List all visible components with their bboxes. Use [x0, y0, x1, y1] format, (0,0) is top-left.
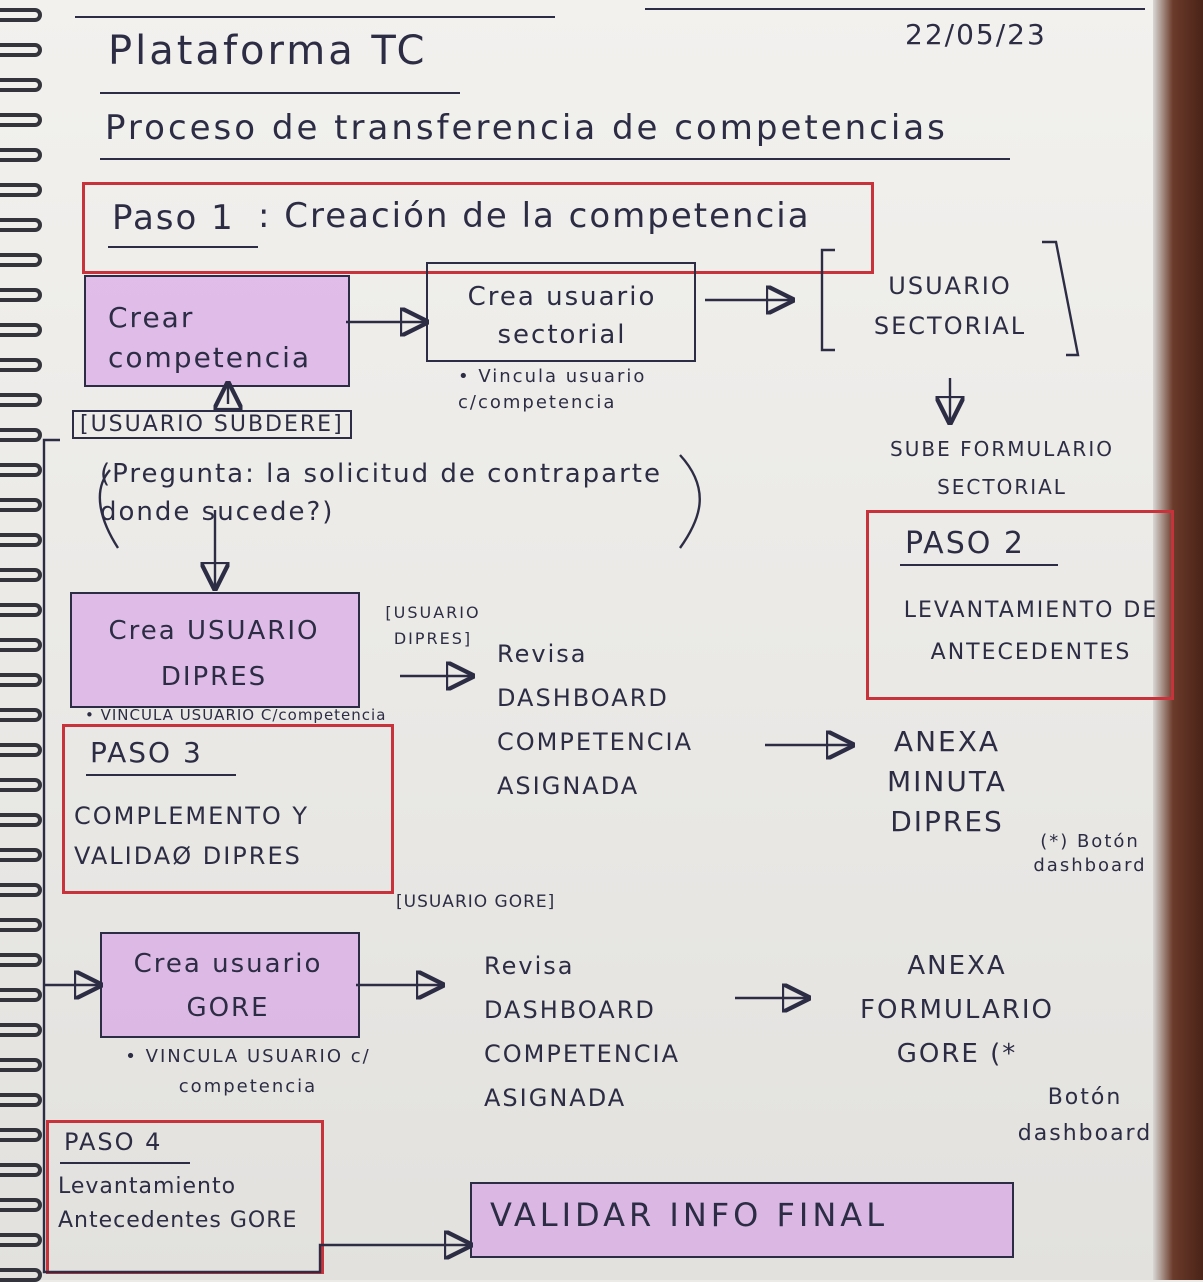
spiral-ring	[0, 603, 42, 617]
node-crea-usuario-dipres	[70, 592, 360, 708]
spiral-ring	[0, 463, 42, 477]
step1-title: : Creación de la competencia	[258, 196, 811, 236]
spiral-ring	[0, 428, 42, 442]
step3-frame	[62, 724, 394, 894]
spiral-ring	[0, 673, 42, 687]
spiral-ring	[0, 358, 42, 372]
spiral-ring	[0, 8, 42, 22]
spiral-ring	[0, 43, 42, 57]
step2-title: LEVANTAMIENTO DE ANTECEDENTES	[903, 598, 1159, 665]
spiral-ring	[0, 743, 42, 757]
step4-title: Levantamiento Antecedentes GORE	[58, 1174, 298, 1233]
spiral-ring	[0, 568, 42, 582]
page-edge	[1153, 0, 1203, 1280]
spiral-ring	[0, 113, 42, 127]
spiral-ring	[0, 323, 42, 337]
paren-left	[98, 469, 120, 549]
spiral-ring	[0, 778, 42, 792]
spiral-ring	[0, 988, 42, 1002]
anexa-formulario-gore-label: ANEXA FORMULARIO GORE (*	[859, 951, 1054, 1069]
spiral-ring	[0, 498, 42, 512]
node-crea-usuario-gore-label: Crea usuario GORE	[133, 949, 323, 1023]
boton-dashboard-2: Botón dashboard	[1017, 1085, 1153, 1146]
revisa-dashboard-2: Revisa DASHBOARD COMPETENCIA ASIGNADA	[484, 952, 681, 1112]
spiral-ring	[0, 148, 42, 162]
spiral-ring	[0, 288, 42, 302]
title-underline	[100, 92, 460, 94]
step2-underline	[900, 564, 1058, 566]
spiral-ring	[0, 1233, 42, 1247]
step3-underline	[86, 774, 236, 776]
node-crea-usuario-dipres-label: Crea USUARIO DIPRES	[108, 616, 320, 692]
spiral-ring	[0, 393, 42, 407]
spiral-ring	[0, 848, 42, 862]
spiral-ring	[0, 218, 42, 232]
vincula-gore-note: • VINCULA USUARIO c/ competencia	[125, 1046, 371, 1097]
spiral-ring	[0, 183, 42, 197]
vincula-sectorial-note: • Vincula usuario c/competencia	[458, 366, 647, 413]
bracket-right-sectorial	[1042, 240, 1080, 357]
spiral-ring	[0, 1128, 42, 1142]
usuario-dipres-tag: [USUARIO DIPRES]	[385, 603, 481, 648]
step1-label: Paso 1	[112, 198, 235, 238]
sube-formulario-label: SUBE FORMULARIO SECTORIAL	[890, 437, 1114, 499]
spiral-ring	[0, 78, 42, 92]
step4-label: PASO 4	[64, 1128, 163, 1156]
node-validar-info-final	[470, 1182, 1014, 1258]
node-crea-usuario-gore	[100, 932, 360, 1038]
bracket-left-sectorial	[820, 248, 835, 352]
step3-title: COMPLEMENTO Y VALIDAØ DIPRES	[74, 802, 310, 870]
subtitle: Proceso de transferencia de competencias	[105, 108, 948, 148]
node-crear-competencia-label: Crear competencia	[108, 301, 312, 374]
node-crea-usuario-sectorial-label: Crea usuario sectorial	[467, 282, 657, 350]
line-left-rail	[42, 438, 468, 1274]
revisa-dashboard-1: Revisa DASHBOARD COMPETENCIA ASIGNADA	[497, 640, 694, 800]
date: 22/05/23	[905, 18, 1047, 51]
step3-label: PASO 3	[90, 736, 203, 769]
step1-frame	[82, 182, 874, 274]
spiral-ring	[0, 533, 42, 547]
spiral-ring	[0, 1058, 42, 1072]
spiral-ring	[0, 918, 42, 932]
spiral-ring	[0, 1198, 42, 1212]
boton-dashboard-1: (*) Botón dashboard	[1033, 831, 1147, 876]
node-validar-label: VALIDAR INFO FINAL	[490, 1196, 889, 1234]
spiral-ring	[0, 638, 42, 652]
step2-frame	[866, 510, 1174, 700]
spiral-ring	[0, 813, 42, 827]
usuario-subdere-tag: [USUARIO SUBDERE]	[72, 410, 352, 439]
page-title: Plataforma TC	[108, 28, 428, 74]
pregunta-note: (Pregunta: la solicitud de contraparte d…	[100, 459, 662, 527]
spiral-ring	[0, 1093, 42, 1107]
vincula-dipres-note: • VINCULA USUARIO C/competencia	[85, 706, 387, 724]
subtitle-underline	[100, 158, 1010, 160]
spiral-ring	[0, 1023, 42, 1037]
paren-right	[679, 454, 701, 549]
step2-label: PASO 2	[905, 526, 1025, 561]
top-rule	[75, 16, 555, 18]
spiral-ring	[0, 883, 42, 897]
spiral-ring	[0, 708, 42, 722]
spiral-ring	[0, 953, 42, 967]
spiral-ring	[0, 1163, 42, 1177]
anexa-minuta-label: ANEXA MINUTA DIPRES	[887, 725, 1007, 838]
step4-underline	[60, 1162, 190, 1164]
usuario-gore-tag: [USUARIO GORE]	[396, 892, 556, 912]
usuario-sectorial-label: USUARIO SECTORIAL	[873, 272, 1027, 340]
step1-underline	[108, 246, 258, 248]
spiral-ring	[0, 253, 42, 267]
top-rule-right	[645, 8, 1145, 10]
